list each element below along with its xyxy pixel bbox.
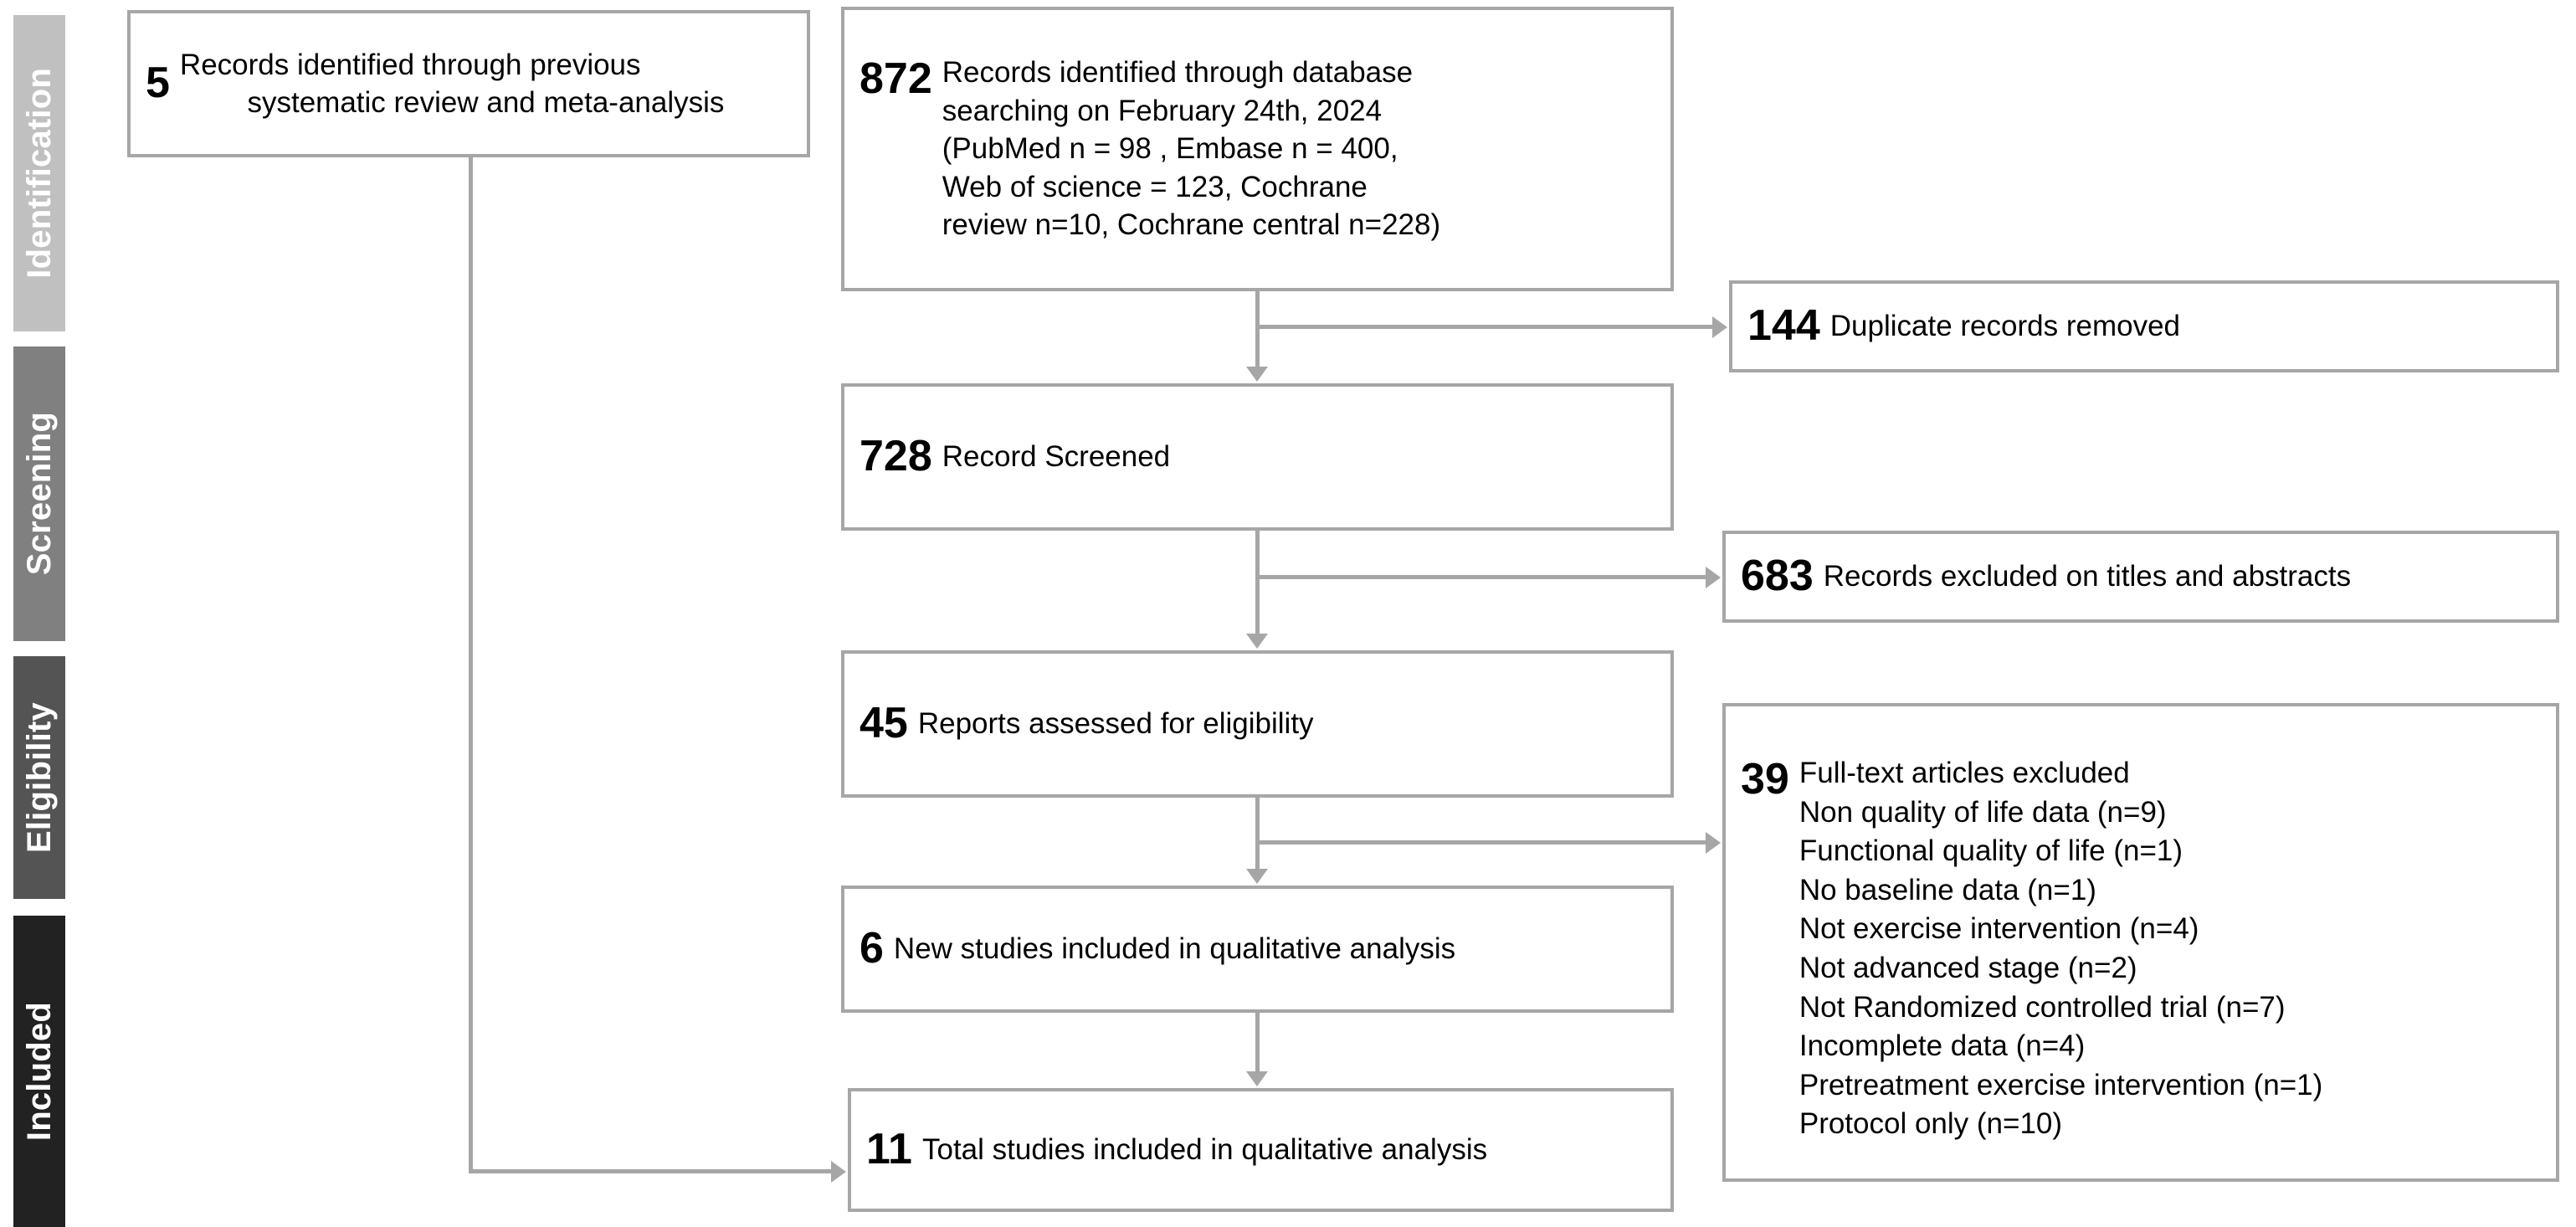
stage-band-eligibility: Eligibility [13, 656, 65, 899]
box-database-search-line1: Records identified through database [942, 56, 1414, 90]
box-duplicates-removed-label: Duplicate records removed [1829, 310, 2181, 343]
exclusion-reason-list: Non quality of life data (n=9) Functiona… [1799, 793, 2541, 1144]
box-database-search-count: 872 [860, 54, 932, 104]
connector-new-studies-to-total [1255, 1013, 1260, 1073]
list-item: Functional quality of life (n=1) [1799, 834, 2183, 868]
list-item: Not Randomized controlled trial (n=7) [1799, 990, 2286, 1024]
box-previous-review: 5 Records identified through previous sy… [127, 10, 810, 157]
connector-previous-review-horizontal [469, 1169, 833, 1173]
box-excluded-titles-abstracts-label: Records excluded on titles and abstracts [1823, 560, 2352, 593]
box-reports-assessed-label: Reports assessed for eligibility [917, 707, 1314, 741]
stage-label-included: Included [21, 1001, 58, 1142]
list-item: No baseline data (n=1) [1799, 873, 2096, 906]
connector-to-excluded-titles [1255, 575, 1707, 579]
box-total-studies-included-count: 11 [866, 1125, 912, 1174]
box-excluded-titles-abstracts: 683 Records excluded on titles and abstr… [1722, 531, 2559, 623]
box-previous-review-line2: systematic review and meta-analysis [247, 86, 725, 119]
list-item: Pretreatment exercise intervention (n=1) [1799, 1068, 2323, 1101]
box-new-studies-included-count: 6 [860, 924, 884, 973]
list-item: Not exercise intervention (n=4) [1799, 912, 2199, 946]
stage-band-screening: Screening [13, 347, 65, 641]
box-records-screened: 728 Record Screened [841, 383, 1674, 531]
box-duplicates-removed: 144 Duplicate records removed [1729, 280, 2559, 372]
arrowhead-into-screened [1246, 367, 1268, 382]
box-fulltext-excluded: 39 Full-text articles excluded Non quali… [1722, 703, 2559, 1182]
list-item: Non quality of life data (n=9) [1799, 795, 2167, 829]
box-reports-assessed-count: 45 [860, 699, 908, 748]
connector-to-fulltext-excluded [1255, 840, 1707, 845]
box-fulltext-excluded-body: Full-text articles excluded Non quality … [1799, 754, 2541, 1143]
list-item: Not advanced stage (n=2) [1799, 952, 2137, 984]
box-previous-review-label: Records identified through previous syst… [180, 46, 792, 122]
arrowhead-into-duplicates [1712, 316, 1727, 338]
box-fulltext-excluded-count: 39 [1741, 755, 1789, 804]
box-fulltext-excluded-label: Full-text articles excluded [1799, 757, 2130, 790]
box-previous-review-count: 5 [146, 59, 170, 108]
list-item: Incomplete data (n=4) [1799, 1029, 2086, 1063]
box-database-search-label: Records identified through database sear… [942, 54, 1655, 244]
arrowhead-into-new-studies [1246, 869, 1268, 884]
arrowhead-into-total-studies [1246, 1071, 1268, 1086]
arrowhead-into-total-studies-left [831, 1161, 846, 1183]
box-excluded-titles-abstracts-count: 683 [1741, 552, 1814, 601]
box-previous-review-line1: Records identified through previous [179, 48, 641, 81]
box-database-search: 872 Records identified through database … [841, 7, 1674, 291]
box-total-studies-included: 11 Total studies included in qualitative… [848, 1088, 1674, 1212]
box-records-screened-count: 728 [860, 432, 932, 481]
list-item: Protocol only (n=10) [1799, 1107, 2063, 1141]
connector-eligibility-to-new-studies [1255, 798, 1260, 870]
stage-label-eligibility: Eligibility [21, 702, 58, 853]
stage-label-screening: Screening [21, 412, 58, 576]
box-database-search-line3: (PubMed n = 98 , Embase n = 400, [942, 132, 1398, 166]
box-new-studies-included-label: New studies included in qualitative anal… [893, 932, 1456, 966]
stage-band-included: Included [13, 916, 65, 1227]
arrowhead-into-fulltext-excluded [1706, 832, 1721, 854]
box-database-search-line2: searching on February 24th, 2024 [942, 94, 1383, 127]
box-records-screened-label: Record Screened [942, 440, 1171, 474]
box-new-studies-included: 6 New studies included in qualitative an… [841, 886, 1674, 1013]
box-reports-assessed: 45 Reports assessed for eligibility [841, 650, 1674, 798]
arrowhead-into-excluded-titles [1706, 567, 1721, 588]
stage-label-identification: Identification [21, 68, 58, 279]
box-database-search-line4: Web of science = 123, Cochrane [942, 170, 1368, 203]
connector-screened-to-eligibility [1255, 531, 1260, 635]
stage-band-identification: Identification [13, 15, 65, 331]
connector-search-to-screened [1255, 291, 1260, 368]
connector-previous-review-vertical [469, 157, 473, 1172]
arrowhead-into-eligibility [1246, 634, 1268, 649]
box-database-search-line5: review n=10, Cochrane central n=228) [942, 208, 1441, 242]
box-duplicates-removed-count: 144 [1747, 301, 1820, 351]
connector-to-duplicates [1255, 325, 1714, 329]
box-total-studies-included-label: Total studies included in qualitative an… [921, 1133, 1488, 1167]
